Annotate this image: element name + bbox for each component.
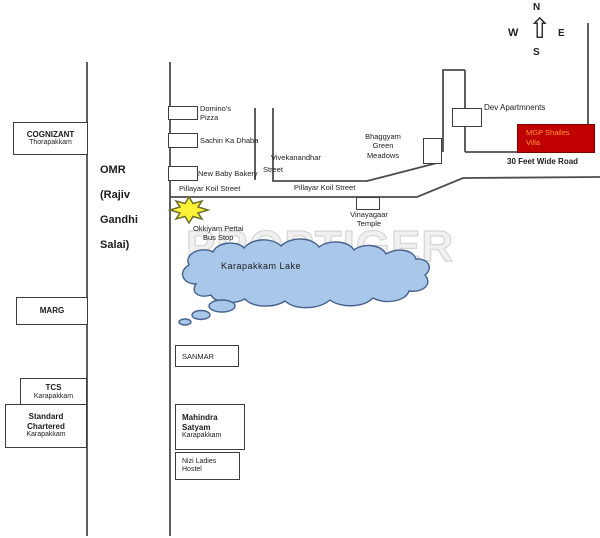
vinayagaar-temple-label: Vinayagaar Temple [350,210,388,229]
tcs-box: TCS Karapakkam [20,378,87,406]
lake-bubble-small [178,318,192,326]
new-baby-bakery-label: New Baby Bakery [198,169,258,178]
bus-stop-star-marker [167,195,211,225]
nizi-ladies-hostel-box: Nizi Ladies Hostel [175,452,240,480]
pillayar-koil-street-label-left: Pillayar Koil Street [179,184,241,193]
dev-apartments-label: Dev Apartmnents [484,103,546,112]
karapakkam-lake-shape [178,238,430,326]
bhaggyam-green-meadows-marker [423,138,442,164]
omr-road-label: OMR (Rajiv Gandhi Salai) [100,164,138,251]
dev-apartments-marker [452,108,482,127]
pillayar-koil-street-label-right: Pillayar Koil Street [294,183,356,192]
mahindra-satyam-box: Mahindra Satyam Karapakkam [175,404,245,450]
new-baby-bakery-marker [168,166,198,181]
compass-west-label: W [508,27,519,39]
north-access-road [442,69,465,152]
compass-north-label: N [533,2,541,13]
standard-chartered-box: Standard Chartered Karapakkam [5,404,87,448]
compass-east-label: E [558,28,565,39]
vivekanandhar-street-line [272,108,438,182]
bhaggyam-green-meadows-label: Bhaggyam Green Meadows [365,132,401,160]
thirty-feet-wide-road-label: 30 Feet Wide Road [507,157,579,166]
karapakkam-lake-label: Karapakkam Lake [221,261,302,271]
vivekanandhar-street-label-line1: Vivekanandhar [271,153,321,162]
mgp-shailes-villa-box: MGP Shailes Villa [517,124,595,153]
lake-bubble-medium [191,309,211,321]
compass-south-label: S [533,47,540,58]
dominos-pizza-label: Domino's Pizza [200,104,232,123]
pillayar-koil-street-line [170,176,600,198]
vivekanandhar-street-label-line2: Street [263,165,284,174]
sachin-ka-dhaba-marker [168,133,198,148]
okkiyam-pettai-bus-stop-label: Okkiyam Pettai Bus Stop [193,224,244,243]
sanmar-box: SANMAR [175,345,239,367]
vinayagaar-temple-marker [356,197,380,210]
lake-bubble-large [208,299,236,313]
marg-box: MARG [16,297,88,325]
dominos-pizza-marker [168,106,198,120]
sachin-ka-dhaba-label: Sachin Ka Dhaba [200,136,259,145]
cognizant-box: COGNIZANT Thorapakkam [13,122,88,155]
compass-arrow-icon: ⇧ [528,13,552,44]
